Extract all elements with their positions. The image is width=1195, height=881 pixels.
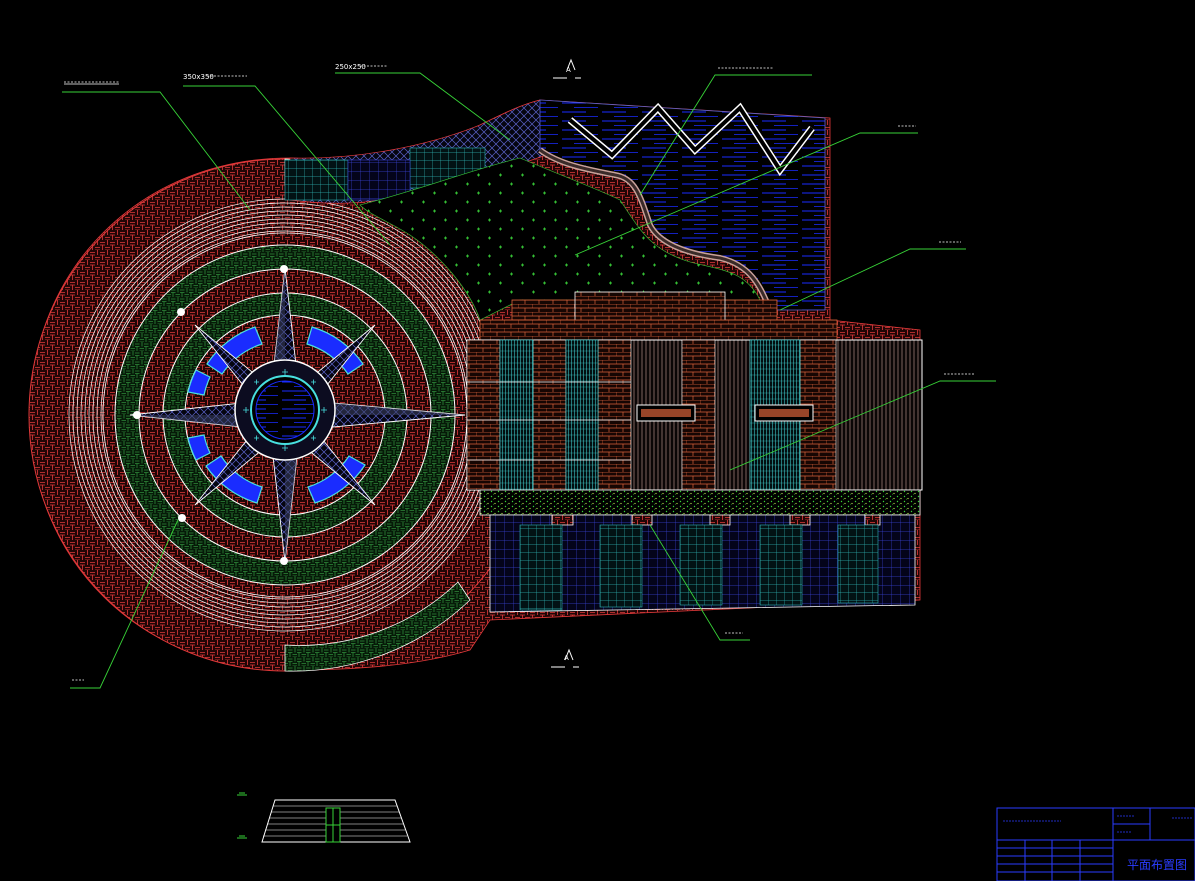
elevation-detail <box>237 792 411 843</box>
section-mark-bottom <box>551 648 579 668</box>
section-mark-top-label: A <box>566 66 571 74</box>
section-mark-top <box>553 58 581 79</box>
title-block-text-marks <box>1003 815 1192 833</box>
center-plus-marks <box>243 369 327 451</box>
blue-grid-patch <box>347 159 411 201</box>
brick-step-3 <box>479 319 838 341</box>
lawn-area <box>359 157 761 321</box>
lamp-posts <box>133 265 288 565</box>
label-350: 350x350 <box>183 73 214 81</box>
leader-lines <box>62 72 996 689</box>
label-250: 250x250 <box>335 63 366 71</box>
title-block-title: 平面布置图 <box>1127 858 1187 872</box>
annotation-marks <box>64 65 974 681</box>
gravel-strip <box>479 489 921 516</box>
section-mark-bottom-label: A <box>564 654 569 662</box>
lower-cyan-columns <box>519 524 879 611</box>
lower-green-band <box>284 581 471 672</box>
center-pool <box>255 380 315 440</box>
cyan-grid-patch <box>284 159 349 201</box>
blue-arc-segments <box>187 326 366 504</box>
title-block <box>996 807 1195 881</box>
